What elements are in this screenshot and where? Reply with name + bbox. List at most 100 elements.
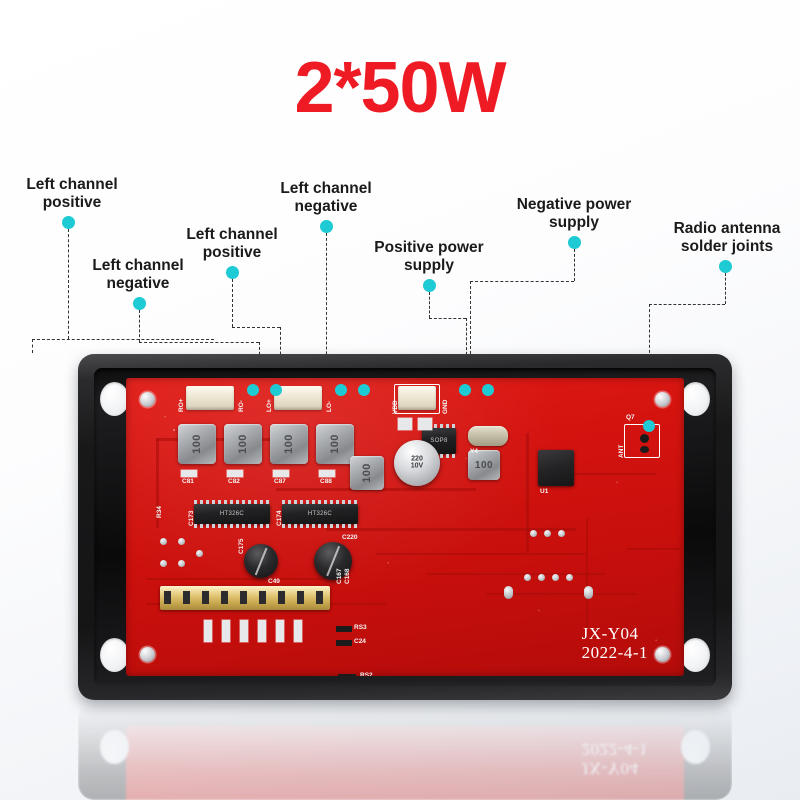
- reflection-hole-left: [100, 730, 129, 764]
- marker-antenna[interactable]: [643, 420, 655, 432]
- callout-label-left-channel-negative-1: Left channel negative: [92, 257, 184, 293]
- reflection-board-identification: JX-Y04 2022-4-1: [581, 740, 648, 779]
- leader-line-2-v: [139, 310, 140, 342]
- mounting-hole-bottom-right: [681, 638, 710, 672]
- silk-c174: C174: [276, 510, 283, 526]
- leader-line-7-h: [649, 304, 725, 305]
- leader-line-6-v: [574, 249, 575, 281]
- mounting-hole-bottom-left: [100, 638, 129, 672]
- silk-c87: C87: [274, 478, 286, 485]
- inductor-3: 100: [270, 424, 308, 464]
- leader-line-2-h: [139, 342, 259, 343]
- silk-c167: C167: [336, 568, 343, 584]
- antenna-solder-pad: [624, 424, 660, 458]
- inductor-1: 100: [178, 424, 216, 464]
- silk-ro-minus: RO-: [238, 400, 245, 412]
- silk-c220: C220: [342, 534, 358, 541]
- silk-c24: C24: [354, 638, 366, 645]
- speaker-terminal-right: [186, 386, 234, 410]
- leader-line-1-v: [68, 229, 69, 339]
- silk-c88: C88: [320, 478, 332, 485]
- board-date: 2022-4-1: [581, 642, 648, 662]
- capacitor-c49: [244, 544, 278, 578]
- ic-main-processor: [538, 450, 574, 486]
- capacitor-c220: [314, 542, 352, 580]
- callout-dot-positive-power-supply[interactable]: [423, 279, 436, 292]
- callout-label-left-channel-positive-2: Left channel positive: [186, 226, 278, 262]
- pcb-screw-pad-top-right: [655, 392, 670, 407]
- pcb-screw-pad-bottom-right: [655, 647, 670, 662]
- leader-line-7-v: [725, 273, 726, 304]
- marker-vdd[interactable]: [459, 384, 471, 396]
- ic-ht326c-1: HT326C: [194, 504, 270, 524]
- leader-line-6-v2: [470, 281, 471, 384]
- board-model: JX-Y04: [581, 623, 639, 643]
- leader-line-4-v: [326, 233, 327, 384]
- silk-c81: C81: [182, 478, 194, 485]
- callout-dot-negative-power-supply[interactable]: [568, 236, 581, 249]
- leader-line-1-h: [32, 339, 214, 340]
- page-title: 2*50W: [294, 48, 506, 128]
- reflection-pcb: JX-Y04 2022-4-1: [126, 726, 684, 800]
- marker-lo-plus[interactable]: [335, 384, 347, 396]
- callout-dot-left-channel-negative-1[interactable]: [133, 297, 146, 310]
- leader-line-5-v2: [466, 318, 467, 384]
- marker-lo-minus[interactable]: [358, 384, 370, 396]
- pcb-screw-pad-top-left: [140, 392, 155, 407]
- leader-line-5-h: [429, 318, 466, 319]
- power-terminal: [398, 386, 436, 410]
- display-ribbon-connector[interactable]: [160, 586, 330, 610]
- callout-label-left-channel-negative-2: Left channel negative: [280, 180, 372, 216]
- board-identification: JX-Y04 2022-4-1: [582, 624, 648, 662]
- leader-line-5-v: [429, 292, 430, 318]
- silk-lo-plus: LO+: [266, 399, 273, 412]
- silk-r34: R34: [156, 506, 163, 518]
- mounting-hole-top-left: [100, 382, 129, 416]
- callout-dot-left-channel-negative-2[interactable]: [320, 220, 333, 233]
- silk-ant: ANT: [618, 444, 625, 458]
- silk-lo-minus: LO-: [326, 400, 333, 412]
- reflection-hole-right: [681, 730, 710, 764]
- leader-line-3-v: [232, 279, 233, 327]
- ic-ht326c-2: HT326C: [282, 504, 358, 524]
- silk-u1: U1: [540, 488, 549, 495]
- leader-line-3-h: [232, 327, 280, 328]
- callout-label-negative-power-supply: Negative power supply: [516, 196, 632, 232]
- power-terminal-outline: [394, 384, 440, 414]
- callout-dot-radio-antenna[interactable]: [719, 260, 732, 273]
- silk-rs3: RS3: [354, 624, 367, 631]
- silk-gnd: GND: [442, 399, 449, 414]
- crystal-oscillator: [468, 426, 508, 446]
- silk-q7: Q7: [626, 414, 635, 421]
- marker-gnd[interactable]: [482, 384, 494, 396]
- silk-c168: C168: [344, 568, 351, 584]
- mounting-hole-top-right: [681, 382, 710, 416]
- callout-dot-left-channel-positive-1[interactable]: [62, 216, 75, 229]
- board-reflection: JX-Y04 2022-4-1: [78, 702, 732, 800]
- inductor-2: 100: [224, 424, 262, 464]
- silk-c49: C49: [268, 578, 280, 585]
- pcb-screw-pad-bottom-left: [140, 647, 155, 662]
- callout-label-radio-antenna-solder-joints: Radio antenna solder joints: [673, 220, 781, 256]
- leader-line-6-h: [470, 281, 574, 282]
- silk-ro-plus: RO+: [178, 398, 185, 412]
- callout-label-left-channel-positive-1: Left channel positive: [26, 176, 118, 212]
- callout-label-positive-power-supply: Positive power supply: [374, 239, 484, 275]
- silk-y4: Y4: [470, 448, 478, 455]
- inductor-4: 100: [316, 424, 354, 464]
- leader-line-1-v2: [32, 339, 33, 353]
- amplifier-board: RO+ RO- LO+ LO- VDD GND 100 100 100 100 …: [78, 354, 732, 700]
- speaker-terminal-left: [274, 386, 322, 410]
- marker-ro-minus[interactable]: [270, 384, 282, 396]
- silk-c173: C173: [188, 510, 195, 526]
- callout-dot-left-channel-positive-2[interactable]: [226, 266, 239, 279]
- pcb-red-substrate: RO+ RO- LO+ LO- VDD GND 100 100 100 100 …: [126, 378, 684, 676]
- inductor-6: 100: [468, 450, 500, 480]
- inductor-5: 100: [350, 456, 384, 490]
- marker-ro-plus[interactable]: [247, 384, 259, 396]
- silk-c175: C175: [238, 538, 245, 554]
- silk-c82: C82: [228, 478, 240, 485]
